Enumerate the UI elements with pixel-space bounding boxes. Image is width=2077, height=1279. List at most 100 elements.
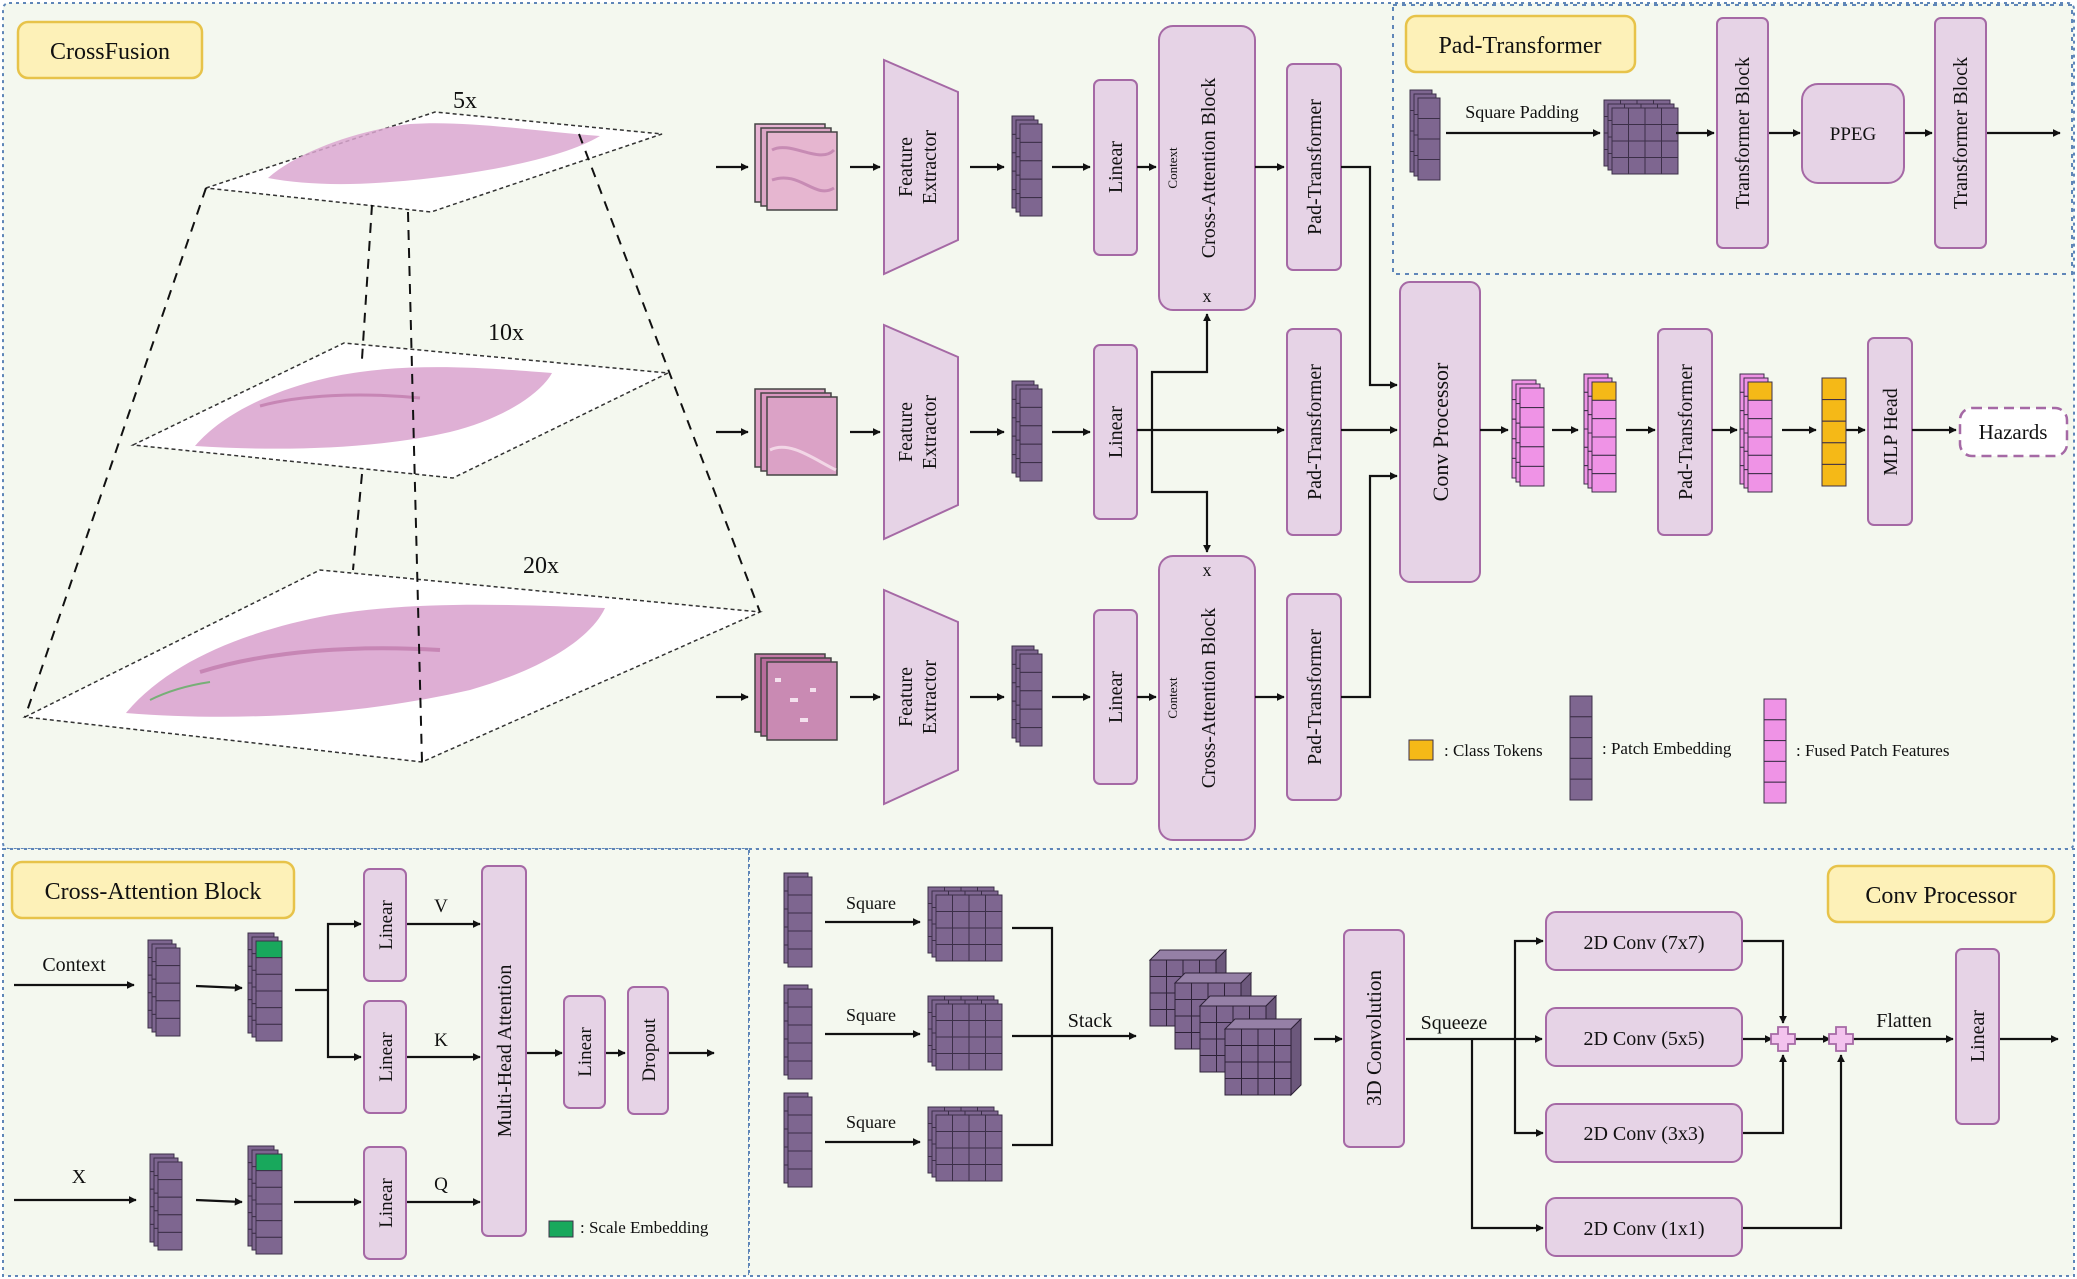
- linear-10x: Linear: [1093, 344, 1138, 520]
- svg-text:Square Padding: Square Padding: [1465, 102, 1578, 122]
- svg-text:Linear: Linear: [376, 1032, 397, 1082]
- svg-text:Flatten: Flatten: [1876, 1010, 1932, 1032]
- svg-text:V: V: [434, 896, 448, 917]
- svg-text:Linear: Linear: [575, 1027, 596, 1077]
- svg-text:x: x: [1203, 560, 1212, 580]
- patch-embedding-1: [1011, 380, 1043, 482]
- svg-text:10x: 10x: [488, 320, 524, 346]
- ppeg-box: PPEG: [1801, 83, 1905, 184]
- svg-text:Q: Q: [434, 1174, 448, 1195]
- conv2d-3x3: 2D Conv (3x3): [1545, 1103, 1743, 1163]
- linear-20x: Linear: [1093, 609, 1138, 785]
- pad-transformer-title: Pad-Transformer: [1404, 14, 1637, 74]
- svg-text:2D Conv (1x1): 2D Conv (1x1): [1583, 1218, 1704, 1240]
- mlp-head: MLP Head: [1867, 337, 1913, 526]
- svg-text:Pad-Transformer: Pad-Transformer: [1304, 629, 1326, 765]
- svg-text:Hazards: Hazards: [1979, 420, 2048, 444]
- fused-features-2: [1583, 373, 1617, 493]
- conv2d-1x1: 2D Conv (1x1): [1545, 1197, 1743, 1257]
- svg-text:: Class Tokens: : Class Tokens: [1444, 741, 1543, 760]
- svg-text:Linear: Linear: [376, 900, 397, 950]
- legend-patch-swatch: [1569, 695, 1593, 801]
- svg-text:Square: Square: [846, 1112, 896, 1132]
- svg-text:Context: Context: [1165, 147, 1180, 189]
- cab-linear-v: Linear: [363, 868, 407, 982]
- svg-text:Square: Square: [846, 893, 896, 913]
- svg-text:2D Conv (3x3): 2D Conv (3x3): [1583, 1123, 1704, 1145]
- cross-attention-block-top: Cross-Attention Block Context x: [1158, 25, 1256, 311]
- pad-transformer-10x: Pad-Transformer: [1286, 328, 1342, 536]
- svg-text:x: x: [1203, 286, 1212, 306]
- svg-text:Cross-Attention Block: Cross-Attention Block: [45, 879, 262, 905]
- svg-text:: Fused Patch Features: : Fused Patch Features: [1796, 741, 1949, 760]
- svg-text:Cross-Attention Block: Cross-Attention Block: [1198, 78, 1220, 259]
- svg-text:: Patch Embedding: : Patch Embedding: [1602, 739, 1732, 758]
- svg-text:Context: Context: [1165, 677, 1180, 719]
- cab-linear-out: Linear: [563, 995, 606, 1109]
- class-token-stack: [1821, 377, 1847, 487]
- svg-text:Cross-Attention Block: Cross-Attention Block: [1198, 608, 1220, 789]
- svg-text:Linear: Linear: [1967, 1010, 1989, 1063]
- svg-text:2D Conv (5x5): 2D Conv (5x5): [1583, 1028, 1704, 1050]
- cab-linear-q: Linear: [363, 1146, 407, 1260]
- patch-embedding-2: [1011, 645, 1043, 747]
- svg-text:Linear: Linear: [1105, 406, 1127, 459]
- svg-text:MLP Head: MLP Head: [1880, 388, 1902, 476]
- svg-text:CrossFusion: CrossFusion: [50, 39, 170, 65]
- svg-text:PPEG: PPEG: [1830, 124, 1877, 145]
- conv-square-0: [927, 886, 1003, 962]
- svg-text:Conv Processor: Conv Processor: [1428, 362, 1453, 501]
- stacked-volume: [1148, 948, 1303, 1097]
- cab-panel-content: Context X Linear Linear: [14, 865, 715, 1260]
- scale-embedding-swatch: [548, 1220, 574, 1238]
- svg-text:Multi-Head Attention: Multi-Head Attention: [494, 965, 516, 1138]
- conv-input-tokens-1: [783, 984, 813, 1080]
- svg-text:Linear: Linear: [1105, 141, 1127, 194]
- svg-text:Linear: Linear: [376, 1178, 397, 1228]
- fused-features-1: [1511, 379, 1545, 487]
- conv2d-5x5: 2D Conv (5x5): [1545, 1007, 1743, 1067]
- linear-5x: Linear: [1093, 79, 1138, 256]
- svg-text:Transformer Block: Transformer Block: [1732, 57, 1754, 209]
- svg-text:Dropout: Dropout: [639, 1018, 660, 1082]
- conv2d-7x7: 2D Conv (7x7): [1545, 911, 1743, 971]
- svg-text:X: X: [72, 1166, 87, 1188]
- cross-attention-title: Cross-Attention Block: [10, 860, 296, 920]
- svg-text:20x: 20x: [523, 553, 559, 579]
- svg-text:Square: Square: [846, 1005, 896, 1025]
- token-stacks: [147, 89, 1847, 1255]
- svg-text:Pad-Transformer: Pad-Transformer: [1304, 364, 1326, 500]
- conv-square-2: [927, 1106, 1003, 1182]
- conv-input-tokens-2: [783, 1092, 813, 1188]
- transformer-block-2: Transformer Block: [1934, 17, 1987, 249]
- svg-text:Stack: Stack: [1068, 1010, 1112, 1032]
- tile-stack-10x: [754, 388, 838, 476]
- svg-text:Linear: Linear: [1105, 671, 1127, 724]
- svg-text:2D Conv (7x7): 2D Conv (7x7): [1583, 932, 1704, 954]
- conv-panel-content: Square Square Square Stack Squeeze Flatt…: [825, 893, 2059, 1257]
- conv-square-1: [927, 995, 1003, 1071]
- hazards-output: Hazards: [1958, 406, 2069, 458]
- tile-stack-20x: [754, 653, 838, 741]
- svg-text:5x: 5x: [453, 88, 477, 114]
- pad-grid: [1603, 99, 1679, 175]
- dropout-box: Dropout: [627, 986, 669, 1115]
- conv-linear: Linear: [1955, 948, 2000, 1125]
- plus-node-2: [1828, 1026, 1854, 1052]
- cab-x-scaled: [247, 1145, 283, 1255]
- pad-panel-content: Square Padding Transformer Block PPEG Tr…: [1446, 17, 2061, 249]
- svg-text:K: K: [434, 1030, 448, 1051]
- svg-text:Pad-Transformer: Pad-Transformer: [1438, 33, 1601, 59]
- crossfusion-title: CrossFusion: [16, 20, 204, 80]
- svg-text:Transformer Block: Transformer Block: [1950, 57, 1972, 209]
- conv-processor-box: Conv Processor: [1399, 281, 1481, 583]
- multi-head-attention: Multi-Head Attention: [481, 865, 527, 1237]
- svg-text:Squeeze: Squeeze: [1421, 1012, 1488, 1034]
- legend: : Class Tokens : Patch Embedding : Fused…: [1444, 739, 1949, 760]
- conv-input-tokens-0: [783, 872, 813, 968]
